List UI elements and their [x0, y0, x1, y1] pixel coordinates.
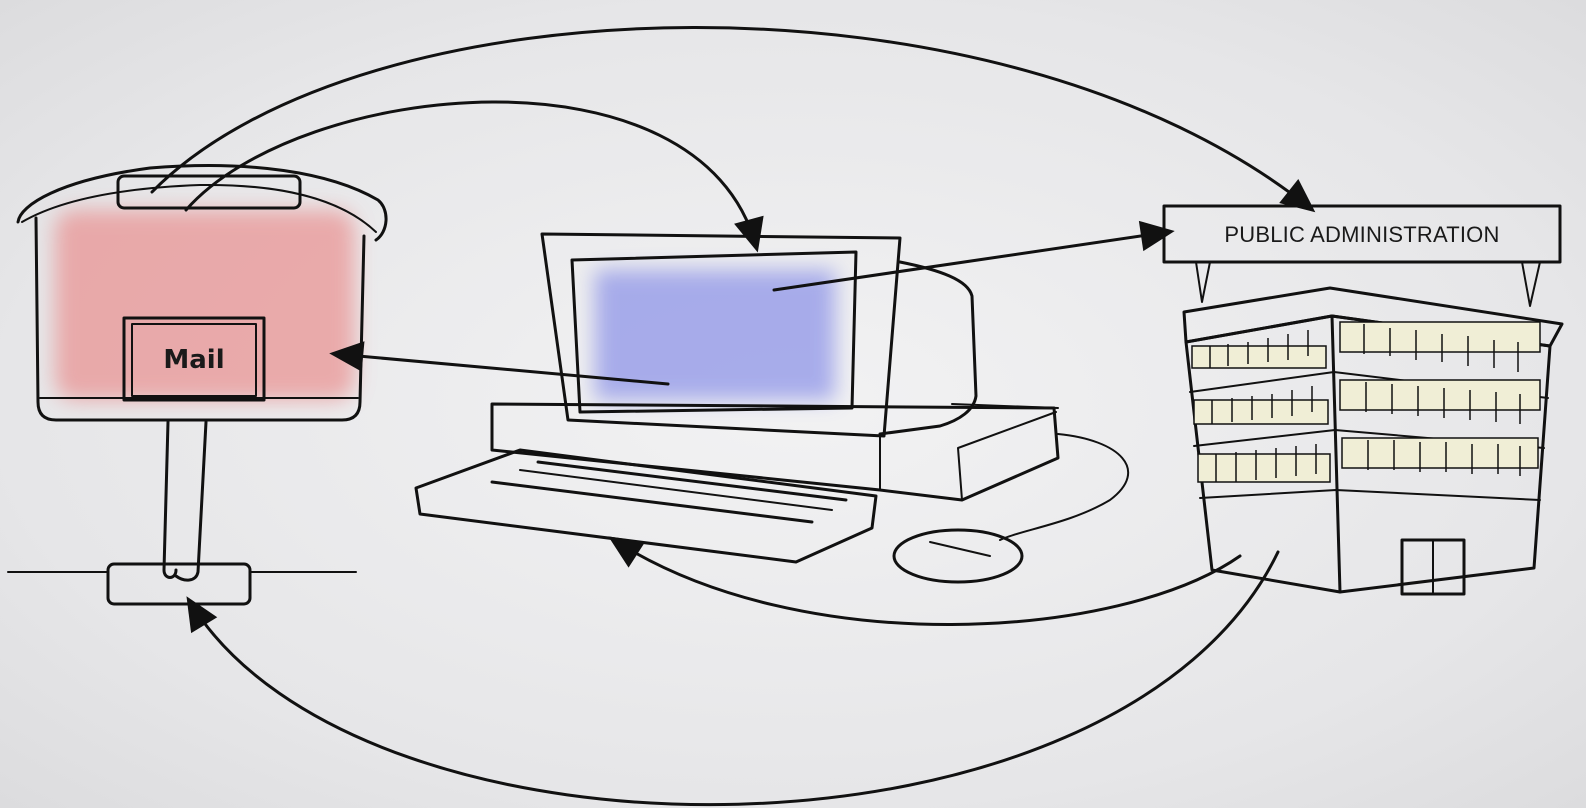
building-icon: PUBLIC ADMINISTRATION: [1164, 206, 1562, 594]
mailbox-post: [164, 422, 176, 578]
cpu-box: [492, 404, 1058, 500]
arrow-icon: [152, 27, 1310, 804]
mouse-cable: [1000, 434, 1128, 540]
arrow-mail-to-administration: [152, 27, 1310, 208]
mailbox-base: [108, 564, 250, 604]
arrow-administration-to-mail: [190, 552, 1278, 805]
computer-icon: [416, 234, 1128, 582]
mailbox-slot: [118, 176, 300, 208]
mouse: [894, 530, 1022, 582]
arrow-administration-to-computer: [614, 540, 1240, 625]
sign-text: PUBLIC ADMINISTRATION: [1224, 222, 1499, 247]
mail-label: Mail: [163, 345, 224, 375]
mailbox-icon: Mail: [8, 166, 386, 604]
arrow-computer-to-administration: [774, 232, 1168, 290]
